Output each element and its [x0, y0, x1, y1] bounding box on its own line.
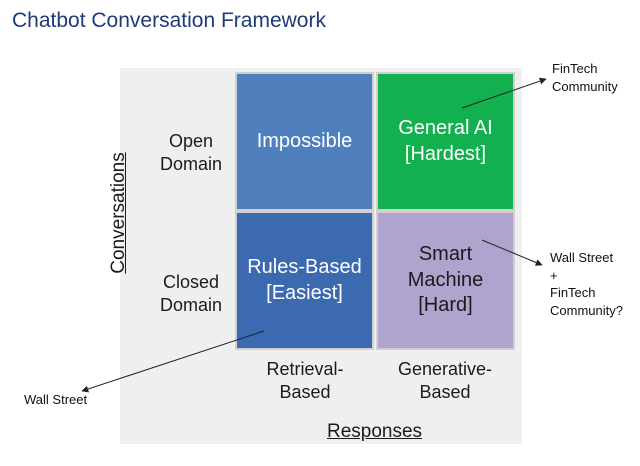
column-label-generative-based: Generative- Based — [397, 359, 493, 403]
cell-general-ai: General AI [Hardest] — [376, 72, 515, 211]
x-axis-label: Responses — [327, 421, 423, 442]
annotation-fintech-community: FinTech Community — [552, 61, 618, 94]
annotation-wall-street-fintech: Wall Street + FinTech Community? — [550, 250, 623, 318]
row-label-open-domain: Open Domain — [159, 131, 223, 175]
cell-smart-machine: Smart Machine [Hard] — [376, 211, 515, 350]
cell-rules-based-label: Rules-Based [Easiest] — [247, 255, 362, 304]
cell-impossible: Impossible — [235, 72, 374, 211]
page-title: Chatbot Conversation Framework — [12, 9, 326, 32]
annotation-wall-street: Wall Street — [24, 392, 88, 407]
cell-rules-based: Rules-Based [Easiest] — [235, 211, 374, 350]
cell-general-ai-label: General AI [Hardest] — [398, 116, 493, 165]
column-label-retrieval-based: Retrieval- Based — [266, 359, 344, 403]
cell-impossible-label: Impossible — [256, 129, 353, 152]
arrow-to-wall-street — [81, 330, 265, 393]
cell-smart-machine-label: Smart Machine [Hard] — [407, 243, 484, 317]
row-label-closed-domain: Closed Domain — [159, 272, 223, 316]
arrow-to-wall-street-fintech — [481, 239, 543, 266]
arrow-to-fintech — [461, 77, 547, 109]
